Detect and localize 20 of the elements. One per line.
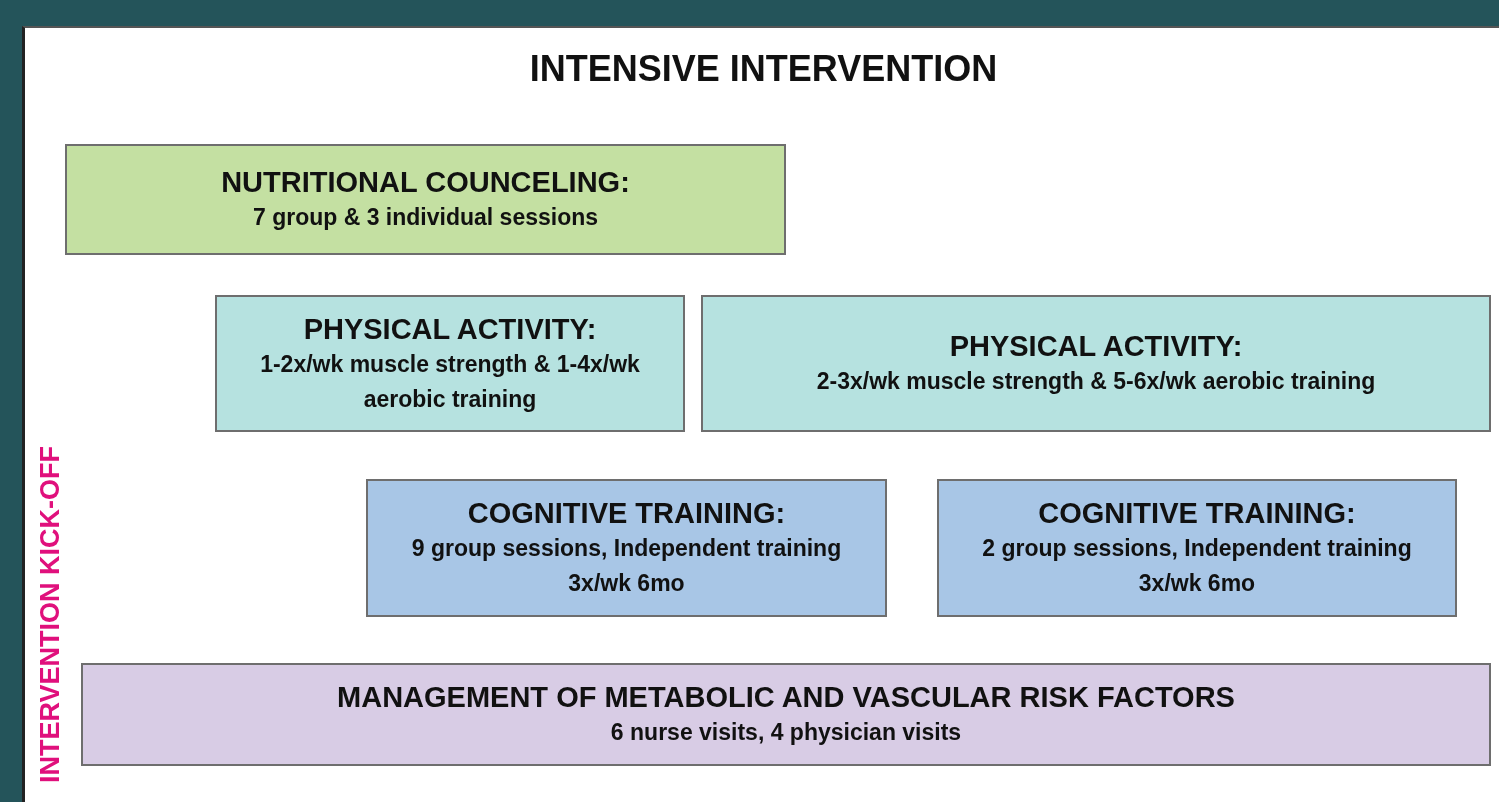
activity-box [215, 295, 685, 432]
box-heading: PHYSICAL ACTIVITY: [949, 329, 1243, 364]
box-description: 7 group & 3 individual sessions [252, 203, 599, 232]
activity-box [366, 479, 887, 617]
box-description: 9 group sessions, Independent training 3x/wk 6mo [410, 534, 843, 598]
box-heading: COGNITIVE TRAINING: [467, 496, 786, 531]
activity-box [65, 144, 786, 255]
activity-box [81, 663, 1491, 766]
box-description: 1-2x/wk muscle strength & 1-4x/wk aerobic training [259, 349, 641, 414]
box-description: 6 nurse visits, 4 physician visits [610, 718, 962, 747]
box-heading: PHYSICAL ACTIVITY: [303, 311, 597, 347]
activity-box [937, 479, 1457, 617]
box-heading: NUTRITIONAL COUNCELING: [221, 165, 630, 200]
box-heading: COGNITIVE TRAINING: [1038, 496, 1356, 531]
box-heading: MANAGEMENT OF METABOLIC AND VASCULAR RISK FACTORS [337, 680, 1235, 715]
activity-box [701, 295, 1491, 432]
side-label: INTERVENTION KICK-OFF [35, 446, 66, 783]
box-description: 2-3x/wk muscle strength & 5-6x/wk aerobic training [816, 367, 1376, 396]
diagram-title: INTENSIVE INTERVENTION [528, 48, 999, 90]
box-description: 2 group sessions, Independent training 3x/wk 6mo [981, 534, 1413, 598]
